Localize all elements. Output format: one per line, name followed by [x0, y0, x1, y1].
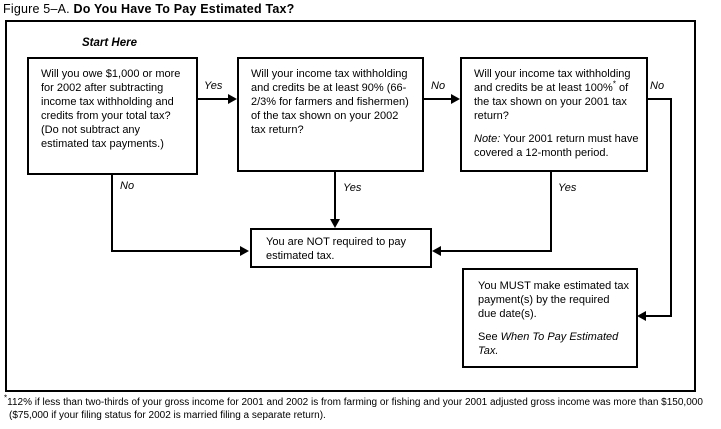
figure-title: Figure 5–A. Do You Have To Pay Estimated… [3, 2, 295, 16]
arrowhead-right-icon [451, 94, 460, 104]
connector-q3-right-down [670, 98, 672, 317]
connector-q3-into-not [441, 250, 552, 252]
connector-q2-down [334, 172, 336, 220]
q3-question-post: of the tax shown on your 2001 tax return… [474, 81, 629, 122]
question-box-100-percent-text: Will your income tax withholding and cre… [474, 68, 640, 124]
question-box-owe-1000-text: Will you owe $1,000 or more for 2002 aft… [41, 68, 181, 150]
question-box-90-percent: Will your income tax withholding and cre… [237, 57, 424, 172]
edge-label-yes-q2-down: Yes [343, 182, 362, 194]
q3-note-label: Note: [474, 132, 501, 145]
connector-q3-right [648, 98, 672, 100]
must-pay-see-reference: See When To Pay Estimated Tax. [478, 331, 630, 359]
footnote: *112% if less than two-thirds of your gr… [2, 393, 718, 422]
edge-label-yes-q1-q2: Yes [204, 80, 223, 92]
figure-title-prefix: Figure 5–A. [3, 2, 74, 16]
connector-into-must-pay [646, 315, 672, 317]
arrowhead-down-icon [330, 219, 340, 228]
footnote-text: 112% if less than two-thirds of your gro… [7, 397, 703, 421]
edge-label-no-q2-q3: No [431, 80, 446, 92]
outcome-box-not-required: You are NOT required to pay estimated ta… [250, 228, 432, 268]
q3-note-text: Your 2001 return must have covered a 12-… [474, 132, 639, 159]
footnote-marker: * [4, 393, 8, 403]
edge-label-yes-q3-down: Yes [558, 182, 577, 194]
outcome-box-must-pay: You MUST make estimated tax payment(s) b… [462, 268, 638, 368]
flowchart-border [5, 20, 696, 392]
arrowhead-right-icon [228, 94, 237, 104]
connector-q3-down [550, 172, 552, 252]
question-box-90-percent-text: Will your income tax withholding and cre… [251, 68, 409, 136]
connector-q1-into-not [111, 250, 241, 252]
arrowhead-left-icon [637, 311, 646, 321]
connector-q1-q2 [198, 98, 229, 100]
question-box-owe-1000: Will you owe $1,000 or more for 2002 aft… [27, 57, 198, 175]
outcome-box-must-pay-text: You MUST make estimated tax payment(s) b… [478, 280, 630, 320]
see-prefix: See [478, 330, 501, 343]
connector-q1-down [111, 175, 113, 252]
figure-title-main: Do You Have To Pay Estimated Tax? [73, 2, 295, 16]
arrowhead-right-icon [240, 246, 249, 256]
connector-q2-q3 [424, 98, 452, 100]
see-reference-title: When To Pay Estimated Tax. [478, 330, 619, 357]
q3-footnote-marker: * [612, 79, 616, 89]
edge-label-no-q1-down: No [120, 180, 135, 192]
q3-note: Note: Your 2001 return must have covered… [474, 133, 640, 161]
arrowhead-left-icon [432, 246, 441, 256]
start-here-label: Start Here [82, 37, 137, 49]
question-box-100-percent: Will your income tax withholding and cre… [460, 57, 648, 172]
outcome-box-not-required-text: You are NOT required to pay estimated ta… [266, 236, 407, 262]
edge-label-no-q3-right: No [650, 80, 665, 92]
q3-question-pre: Will your income tax withholding and cre… [474, 68, 631, 94]
